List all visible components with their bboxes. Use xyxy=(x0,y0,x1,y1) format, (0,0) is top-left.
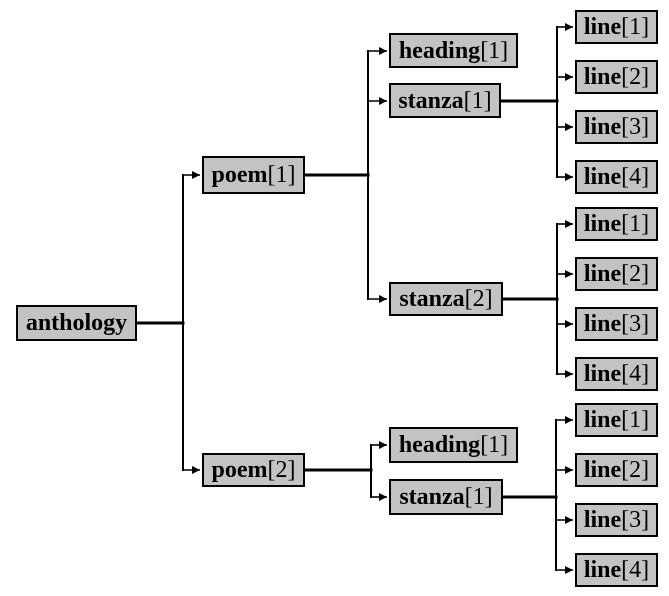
node-label: line xyxy=(583,507,622,533)
node-p2-s1-line-4: line[4] xyxy=(575,553,658,587)
node-label: line xyxy=(583,457,622,483)
node-index: [1] xyxy=(621,407,650,433)
node-index: [2] xyxy=(464,286,493,312)
node-label: line xyxy=(583,14,622,40)
edges-anthology xyxy=(135,171,200,474)
node-p2-s1-line-1: line[1] xyxy=(575,403,658,437)
node-poem-1: poem[1] xyxy=(202,156,305,194)
node-p1-s1-line-3: line[3] xyxy=(575,110,658,144)
node-index: [1] xyxy=(480,37,509,64)
node-label: stanza xyxy=(399,484,465,510)
node-label: line xyxy=(583,211,622,237)
node-index: [1] xyxy=(267,162,296,188)
node-label: heading xyxy=(398,37,481,64)
node-poem-2: poem[2] xyxy=(202,453,305,487)
node-index: [2] xyxy=(621,457,650,483)
node-label: line xyxy=(583,164,622,190)
node-label: stanza xyxy=(398,87,464,114)
node-label: poem xyxy=(211,457,268,483)
node-index: [1] xyxy=(463,87,492,114)
node-p1-s2-line-3: line[3] xyxy=(575,307,658,341)
node-poem-2-heading-1: heading[1] xyxy=(389,427,518,463)
node-poem-1-heading-1: heading[1] xyxy=(389,33,518,68)
node-anthology: anthology xyxy=(16,305,137,341)
node-p1-s1-line-2: line[2] xyxy=(575,60,658,94)
node-index: [4] xyxy=(621,557,650,583)
node-label: line xyxy=(583,261,622,287)
node-p1-s2-line-4: line[4] xyxy=(575,357,658,391)
node-label: stanza xyxy=(399,286,465,312)
node-label: line xyxy=(583,64,622,90)
node-index: [2] xyxy=(621,261,650,287)
node-p2-s1-line-2: line[2] xyxy=(575,453,658,487)
node-p1-s2-line-2: line[2] xyxy=(575,257,658,291)
node-label: line xyxy=(583,557,622,583)
node-index: [2] xyxy=(621,64,650,90)
node-poem-1-stanza-2: stanza[2] xyxy=(389,282,503,316)
node-index: [1] xyxy=(480,432,509,458)
node-label: anthology xyxy=(25,310,128,336)
node-index: [2] xyxy=(267,457,296,483)
node-index: [4] xyxy=(621,361,650,387)
node-index: [1] xyxy=(464,484,493,510)
node-index: [1] xyxy=(621,14,650,40)
node-p1-s1-line-4: line[4] xyxy=(575,160,658,194)
node-label: line xyxy=(583,114,622,140)
edges-poem-1-stanza-2 xyxy=(501,220,573,378)
node-index: [3] xyxy=(621,311,650,337)
node-label: line xyxy=(583,361,622,387)
node-label: line xyxy=(583,311,622,337)
node-label: heading xyxy=(398,432,481,458)
edges-poem-1-stanza-1 xyxy=(499,23,573,181)
node-index: [3] xyxy=(621,114,650,140)
node-index: [3] xyxy=(621,507,650,533)
node-index: [4] xyxy=(621,164,650,190)
node-label: poem xyxy=(211,162,268,188)
edges-poem-2-stanza-1 xyxy=(501,416,573,574)
node-p1-s1-line-1: line[1] xyxy=(575,10,658,44)
node-p2-s1-line-3: line[3] xyxy=(575,503,658,537)
node-label: line xyxy=(583,407,622,433)
node-poem-1-stanza-1: stanza[1] xyxy=(389,83,501,118)
node-poem-2-stanza-1: stanza[1] xyxy=(389,479,503,515)
node-index: [1] xyxy=(621,211,650,237)
node-p1-s2-line-1: line[1] xyxy=(575,207,658,241)
edges-poem-2 xyxy=(303,441,387,501)
edges-poem-1 xyxy=(303,47,387,303)
